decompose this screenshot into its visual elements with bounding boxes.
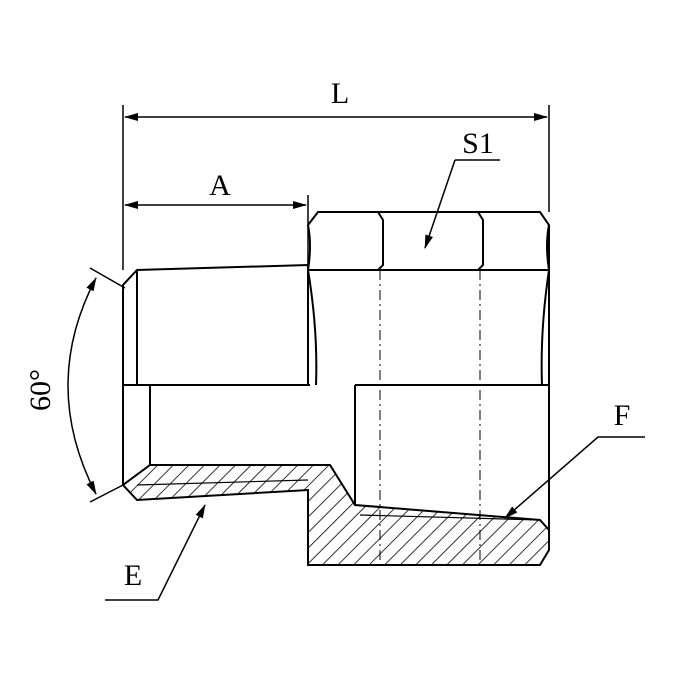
label-s1: S1 [462, 127, 494, 160]
label-a: A [209, 169, 231, 202]
label-angle: 60° [24, 369, 57, 411]
hex-right-chamfer [540, 224, 551, 386]
leader-f [504, 436, 645, 519]
thread-root-line [136, 479, 309, 486]
label-e: E [124, 559, 142, 592]
leader-s1 [425, 159, 500, 248]
leader-e [105, 504, 206, 601]
angle-arc [67, 277, 97, 495]
hex-left-chamfer [306, 224, 318, 386]
section-hatch [121, 464, 550, 566]
label-l: L [331, 77, 349, 110]
hex-flat-lines [377, 211, 484, 271]
angle-ext-bottom [89, 483, 126, 503]
hex-outline [307, 211, 550, 385]
angle-ext-top [89, 267, 126, 289]
label-f: F [614, 399, 631, 432]
male-thread-outline [122, 263, 309, 386]
female-thread-root-line [359, 514, 541, 521]
